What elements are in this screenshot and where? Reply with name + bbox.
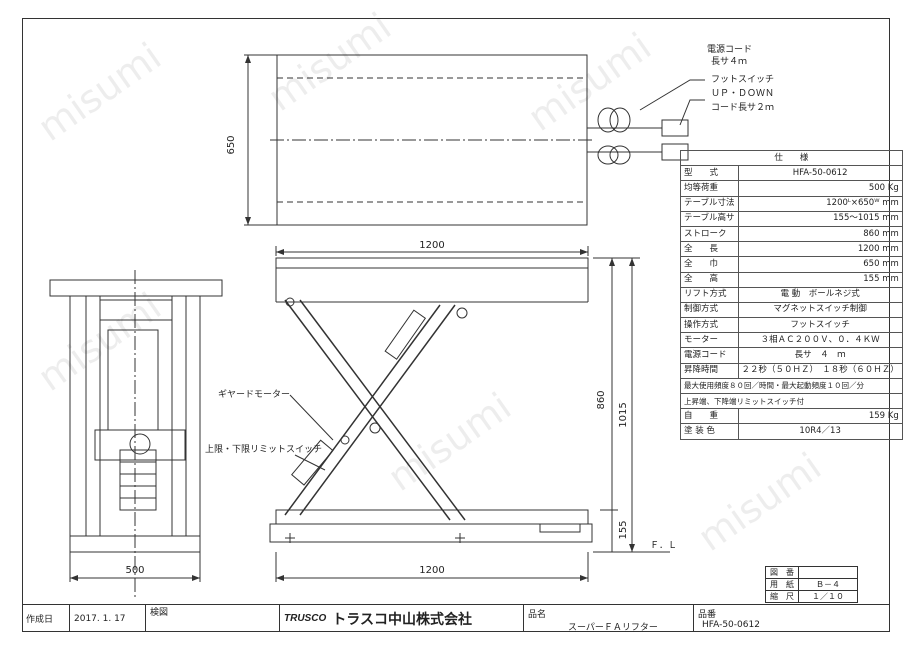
- spec-key: 全 高: [680, 271, 739, 288]
- scale-value: １／１０: [798, 590, 858, 603]
- geared-motor-label: ギヤードモーター: [218, 389, 290, 400]
- spec-value: 1200ᴸ×650ᵂ mm: [737, 195, 903, 212]
- scissor-arm: [284, 299, 451, 521]
- spec-key: 電源コード: [680, 347, 739, 364]
- date-value: 2017. 1. 17: [70, 605, 146, 632]
- dim-860: 860: [596, 390, 607, 409]
- spec-value: マグネットスイッチ制御: [737, 301, 903, 319]
- spec-key: リフト方式: [680, 286, 739, 303]
- foot-switch-cord: コード長サ２ｍ: [711, 102, 774, 113]
- spec-key: 型 式: [680, 165, 739, 182]
- dim-650: 650: [226, 135, 237, 154]
- foot-switch-label: フットスイッチ: [711, 74, 774, 85]
- spec-value: 155 mm: [737, 271, 903, 288]
- check-label: 検図: [146, 605, 280, 632]
- side-base: [275, 509, 589, 525]
- spec-note: 上昇端、下降端リミットスイッチ付: [680, 392, 903, 410]
- spec-key: 制御方式: [680, 301, 739, 319]
- product-name-label: 品名: [528, 610, 547, 620]
- spec-key: 昇降時間: [680, 362, 739, 379]
- spec-key: 自 重: [680, 408, 739, 425]
- spec-key: テーブル高サ: [680, 210, 739, 227]
- product-name-value: スーパーＦＡリフター: [568, 623, 658, 633]
- spec-row: 制御方式マグネットスイッチ制御: [680, 301, 903, 319]
- dim-155: 155: [618, 520, 629, 539]
- front-motor: [119, 449, 157, 511]
- spec-key: 全 長: [680, 241, 739, 258]
- spec-key: ストローク: [680, 225, 739, 243]
- spec-value: フットスイッチ: [737, 317, 903, 334]
- product-code-value: HFA-50-0612: [702, 620, 760, 630]
- dim-1015: 1015: [618, 402, 629, 427]
- yoshi-value: Ｂ－４: [798, 578, 858, 591]
- spec-key: 操作方式: [680, 317, 739, 334]
- spec-value: 10R4／13: [737, 423, 903, 440]
- cord-coil: [597, 107, 619, 133]
- spec-row: リフト方式電 動 ボールネジ式: [680, 286, 903, 303]
- side-table: [275, 257, 589, 269]
- spec-value: 500 Kg: [737, 180, 903, 197]
- yoshi-label: 用 紙: [765, 578, 799, 591]
- spec-value: 860 mm: [737, 225, 903, 243]
- spec-value: ３相ＡＣ２００Ｖ、０．４ＫＷ: [737, 332, 903, 349]
- spec-value: ２２秒（５０ＨＺ） １８秒（６０ＨＺ）: [737, 362, 903, 379]
- date-label: 作成日: [22, 605, 70, 632]
- company-name: トラスコ中山株式会社: [332, 611, 472, 628]
- spec-value: 電 動 ボールネジ式: [737, 286, 903, 303]
- spec-value: 159 Kg: [737, 408, 903, 425]
- spec-note: 最大使用頻度８０回／時間・最大起動頻度１０回／分: [680, 377, 903, 395]
- spec-key: モーター: [680, 332, 739, 349]
- spec-row: 電源コード長サ ４ ｍ: [680, 347, 903, 364]
- power-cord-label: 電源コード: [707, 44, 752, 55]
- dim-bottom-1200: 1200: [419, 565, 444, 576]
- scale-label: 縮 尺: [765, 590, 799, 603]
- company-cell: TRUSCO トラスコ中山株式会社: [280, 605, 524, 632]
- zuban-label: 図 番: [765, 566, 799, 579]
- product-code-label: 品番: [698, 610, 717, 620]
- dim-500: 500: [125, 565, 144, 576]
- spec-key: 塗 装 色: [680, 423, 739, 440]
- spec-value: HFA-50-0612: [737, 165, 903, 182]
- product-code-cell: 品番 HFA-50-0612: [694, 605, 890, 632]
- spec-row: 操作方式フットスイッチ: [680, 317, 903, 334]
- spec-row: 上昇端、下降端リミットスイッチ付: [680, 392, 903, 410]
- spec-value: 1200 mm: [737, 241, 903, 258]
- spec-key: 全 巾: [680, 256, 739, 273]
- product-name-cell: 品名 スーパーＦＡリフター: [524, 605, 694, 633]
- brand-logo: TRUSCO: [284, 613, 327, 624]
- foot-switch: [661, 119, 689, 137]
- spec-key: テーブル寸法: [680, 195, 739, 212]
- power-cord-length: 長サ４ｍ: [711, 56, 747, 67]
- front-table: [49, 279, 223, 297]
- spec-row: 最大使用頻度８０回／時間・最大起動頻度１０回／分: [680, 377, 903, 395]
- dim-top-1200: 1200: [419, 240, 444, 251]
- spec-value: 長サ ４ ｍ: [737, 347, 903, 364]
- spec-value: 155～1015 mm: [737, 210, 903, 227]
- title-block: 作成日 2017. 1. 17 検図 TRUSCO トラスコ中山株式会社 品名 …: [22, 604, 890, 633]
- zuban-value: [798, 566, 858, 579]
- spec-header: 仕 様: [680, 149, 903, 167]
- floor-line-label: Ｆ．Ｌ: [650, 541, 677, 551]
- spec-value: 650 mm: [737, 256, 903, 273]
- spec-key: 均等荷重: [680, 180, 739, 197]
- foot-switch-updown: ＵＰ・ＤＯＷＮ: [711, 89, 774, 99]
- ball-screw: [384, 309, 427, 360]
- limit-switch-label: 上限・下限リミットスイッチ: [205, 444, 322, 455]
